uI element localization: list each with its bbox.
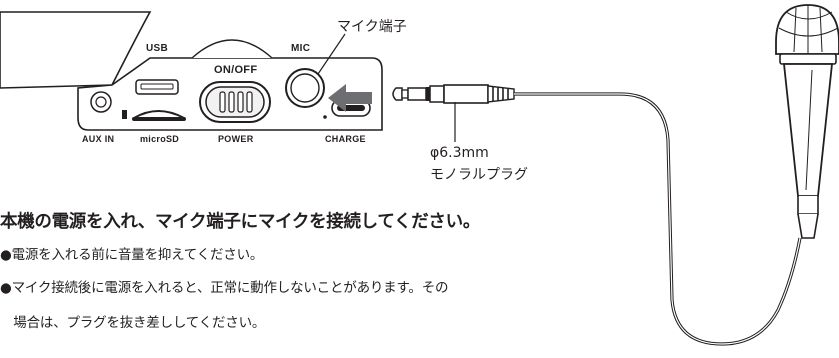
microsd-slot <box>122 110 186 121</box>
arrow-left-icon <box>328 84 372 112</box>
callout-plug-type: モノラルプラグ <box>430 167 528 183</box>
instruction-note-1: ●電源を入れる前に音量を抑えてください。 <box>0 247 264 263</box>
instruction-note-2-line-2: 場合は、プラグを抜き差ししてください。 <box>0 315 266 331</box>
label-usb: USB <box>146 43 169 54</box>
mic-callout-leader <box>317 33 346 75</box>
label-power: POWER <box>218 134 254 144</box>
mono-plug-icon <box>392 84 515 104</box>
microphone-icon <box>775 4 839 239</box>
label-microsd: microSD <box>140 134 180 144</box>
callout-plug-size: φ6.3mm <box>430 145 489 161</box>
label-charge: CHARGE <box>325 134 366 144</box>
instruction-note-2-line-1: ●マイク接続後に電源を入れると、正常に動作しないことがあります。その <box>0 280 449 296</box>
knob-dome <box>191 39 273 59</box>
aux-in-jack <box>90 91 112 113</box>
power-switch-icon <box>199 81 271 123</box>
label-onoff: ON/OFF <box>214 64 258 76</box>
label-aux-in: AUX IN <box>82 134 115 144</box>
instruction-heading: 本機の電源を入れ、マイク端子にマイクを接続してください。 <box>0 212 481 232</box>
label-mic: MIC <box>291 43 311 54</box>
mic-jack <box>285 68 325 108</box>
callout-mic-terminal: マイク端子 <box>337 19 407 35</box>
microphone-cable <box>514 92 802 346</box>
usb-port <box>135 79 179 95</box>
